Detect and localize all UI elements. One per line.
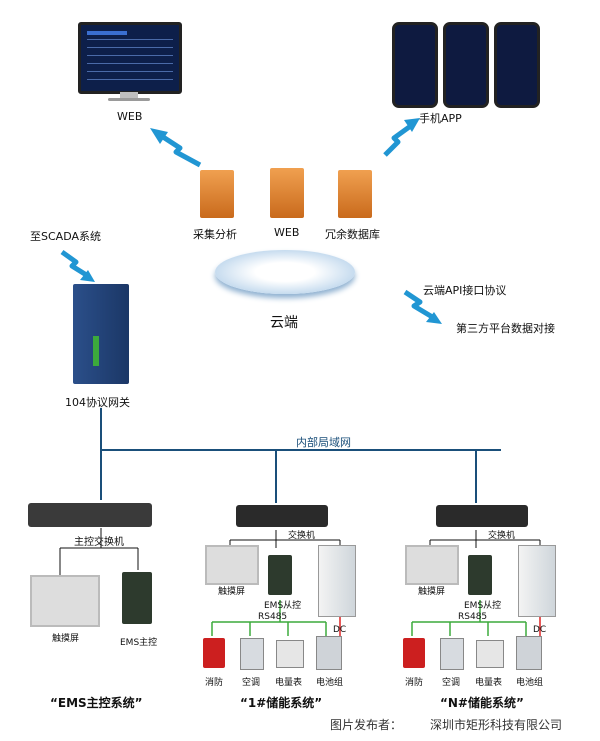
s1-rs485-label: RS485 (258, 612, 288, 622)
s1-ems-label: EMS从控 (264, 601, 302, 611)
sN-device-ac: 空调 (442, 678, 461, 688)
lan-label: 内部局域网 (296, 436, 351, 449)
s1-dc-label: DC (333, 625, 347, 635)
s1-switch-label: 交换机 (288, 531, 316, 541)
signal-bolt-web (158, 132, 202, 168)
s1-device-ac: 空调 (242, 678, 261, 688)
master-touch-label: 触摸屏 (52, 634, 80, 644)
sN-fire-device (403, 638, 425, 668)
sN-ems-device (468, 555, 492, 595)
server-analysis-icon (200, 170, 234, 218)
sN-device-meter: 电量表 (475, 678, 503, 688)
sN-rs485-label: RS485 (458, 612, 488, 622)
master-switch-label: 主控交换机 (74, 537, 124, 548)
sN-system-label: “N#储能系统” (440, 696, 524, 710)
s1-fire-device (203, 638, 225, 668)
sN-ems-label: EMS从控 (464, 601, 502, 611)
scada-label: 至SCADA系统 (30, 230, 101, 243)
signal-bolt-app (383, 122, 414, 157)
s1-device-meter: 电量表 (275, 678, 303, 688)
web-label: WEB (117, 110, 143, 123)
sN-dc-label: DC (533, 625, 547, 635)
api-label: 云端API接口协议 (423, 284, 507, 297)
sN-device-fire: 消防 (405, 678, 424, 688)
master-ems-device (122, 572, 152, 624)
master-switch (28, 503, 152, 527)
sN-switch-label: 交换机 (488, 531, 516, 541)
signal-bolt-api (403, 289, 436, 321)
s1-system-label: “1#储能系统” (240, 696, 323, 710)
s1-switch (236, 505, 328, 527)
sN-switch (436, 505, 528, 527)
third-party-label: 第三方平台数据对接 (456, 322, 555, 335)
gateway-label: 104协议网关 (65, 396, 130, 409)
s1-cabinet (318, 545, 356, 617)
app-label: 手机APP (419, 112, 462, 125)
footer-publisher: 图片发布者： (330, 718, 403, 732)
signal-bolt-scada (60, 249, 90, 279)
cloud-platform-icon (215, 250, 355, 294)
master-ems-label: EMS主控 (120, 638, 158, 648)
phone-2 (443, 22, 489, 108)
server-label-web: WEB (274, 226, 300, 239)
sN-meter-device (476, 640, 504, 668)
s1-meter-device (276, 640, 304, 668)
s1-touch-label: 触摸屏 (218, 587, 246, 597)
sN-battery-device (516, 636, 542, 670)
cloud-label: 云端 (270, 315, 298, 331)
s1-ac-device (240, 638, 264, 670)
sN-touch-label: 触摸屏 (418, 587, 446, 597)
server-label-analysis: 采集分析 (193, 228, 237, 241)
s1-battery-device (316, 636, 342, 670)
web-monitor (78, 22, 182, 101)
s1-device-fire: 消防 (205, 678, 224, 688)
phone-1 (392, 22, 438, 108)
s1-device-battery: 电池组 (316, 678, 344, 688)
footer-company: 深圳市矩形科技有限公司 (430, 718, 563, 732)
s1-ems-device (268, 555, 292, 595)
master-touch-screen (30, 575, 100, 627)
sN-touch-screen (405, 545, 459, 585)
server-db-icon (338, 170, 372, 218)
gateway-device (73, 284, 129, 384)
s1-touch-screen (205, 545, 259, 585)
sN-device-battery: 电池组 (516, 678, 544, 688)
phone-3 (494, 22, 540, 108)
sN-cabinet (518, 545, 556, 617)
server-label-db: 冗余数据库 (325, 228, 380, 241)
master-system-label: “EMS主控系统” (50, 696, 143, 710)
server-web-icon (270, 168, 304, 218)
sN-ac-device (440, 638, 464, 670)
